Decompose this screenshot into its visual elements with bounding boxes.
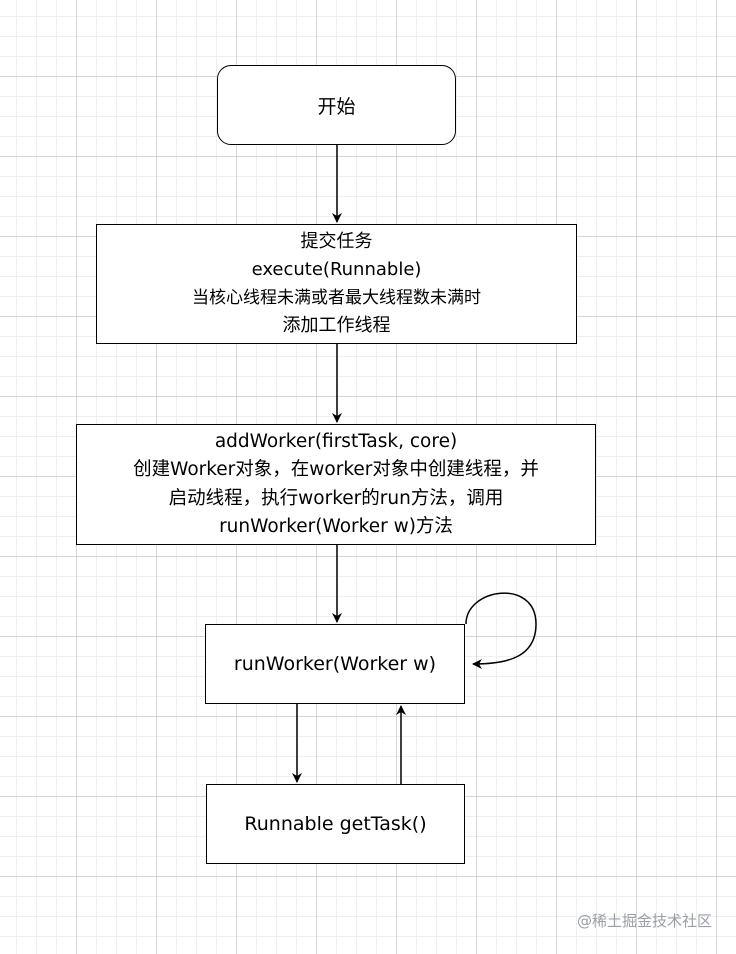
add-worker-line-4: runWorker(Worker w)方法 — [219, 516, 453, 537]
add-worker-node: addWorker(firstTask, core) 创建Worker对象，在w… — [76, 424, 596, 545]
submit-line-1: 提交任务 — [300, 231, 373, 252]
run-worker-node: runWorker(Worker w) — [205, 624, 465, 704]
start-label: 开始 — [317, 95, 356, 118]
start-node: 开始 — [217, 65, 456, 145]
add-worker-line-2: 创建Worker对象，在worker对象中创建线程，并 — [133, 459, 539, 480]
submit-line-3: 当核心线程未满或者最大线程数未满时 — [192, 288, 481, 308]
submit-line-2: execute(Runnable) — [251, 259, 422, 280]
run-worker-label: runWorker(Worker w) — [233, 653, 437, 675]
get-task-label: Runnable getTask() — [244, 813, 427, 835]
add-worker-line-1: addWorker(firstTask, core) — [214, 430, 458, 452]
get-task-node: Runnable getTask() — [206, 784, 465, 864]
submit-line-4: 添加工作线程 — [282, 315, 391, 336]
watermark: @稀土掘金技术社区 — [576, 912, 712, 930]
submit-task-node: 提交任务 execute(Runnable) 当核心线程未满或者最大线程数未满时… — [96, 224, 577, 344]
add-worker-line-3: 启动线程，执行worker的run方法，调用 — [168, 487, 504, 509]
edge-runworker-self-loop — [465, 592, 537, 669]
